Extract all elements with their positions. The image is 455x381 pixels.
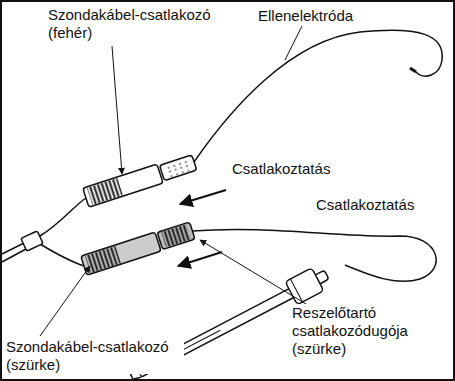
probe-connector-gray	[81, 221, 196, 275]
part-label: Ellenelektróda	[256, 7, 390, 25]
probe-cable	[2, 198, 86, 266]
part-label: Szondakábel-csatlakozó (szürke)	[4, 338, 184, 374]
part-label: Reszelőtartó csatlakozódugója (szürke)	[290, 304, 434, 358]
leader-line	[40, 26, 306, 336]
connect-arrow	[180, 190, 226, 204]
action-label: Csatlakoztatás	[314, 196, 448, 214]
electrode-tip	[410, 68, 416, 72]
connect-arrow	[178, 252, 222, 266]
part-label: Szondakábel-csatlakozó (fehér)	[46, 6, 222, 42]
action-label: Csatlakoztatás	[230, 160, 364, 178]
counter-electrode	[194, 30, 442, 162]
probe-connector-white	[83, 153, 198, 207]
cable-sleeve	[21, 231, 43, 251]
